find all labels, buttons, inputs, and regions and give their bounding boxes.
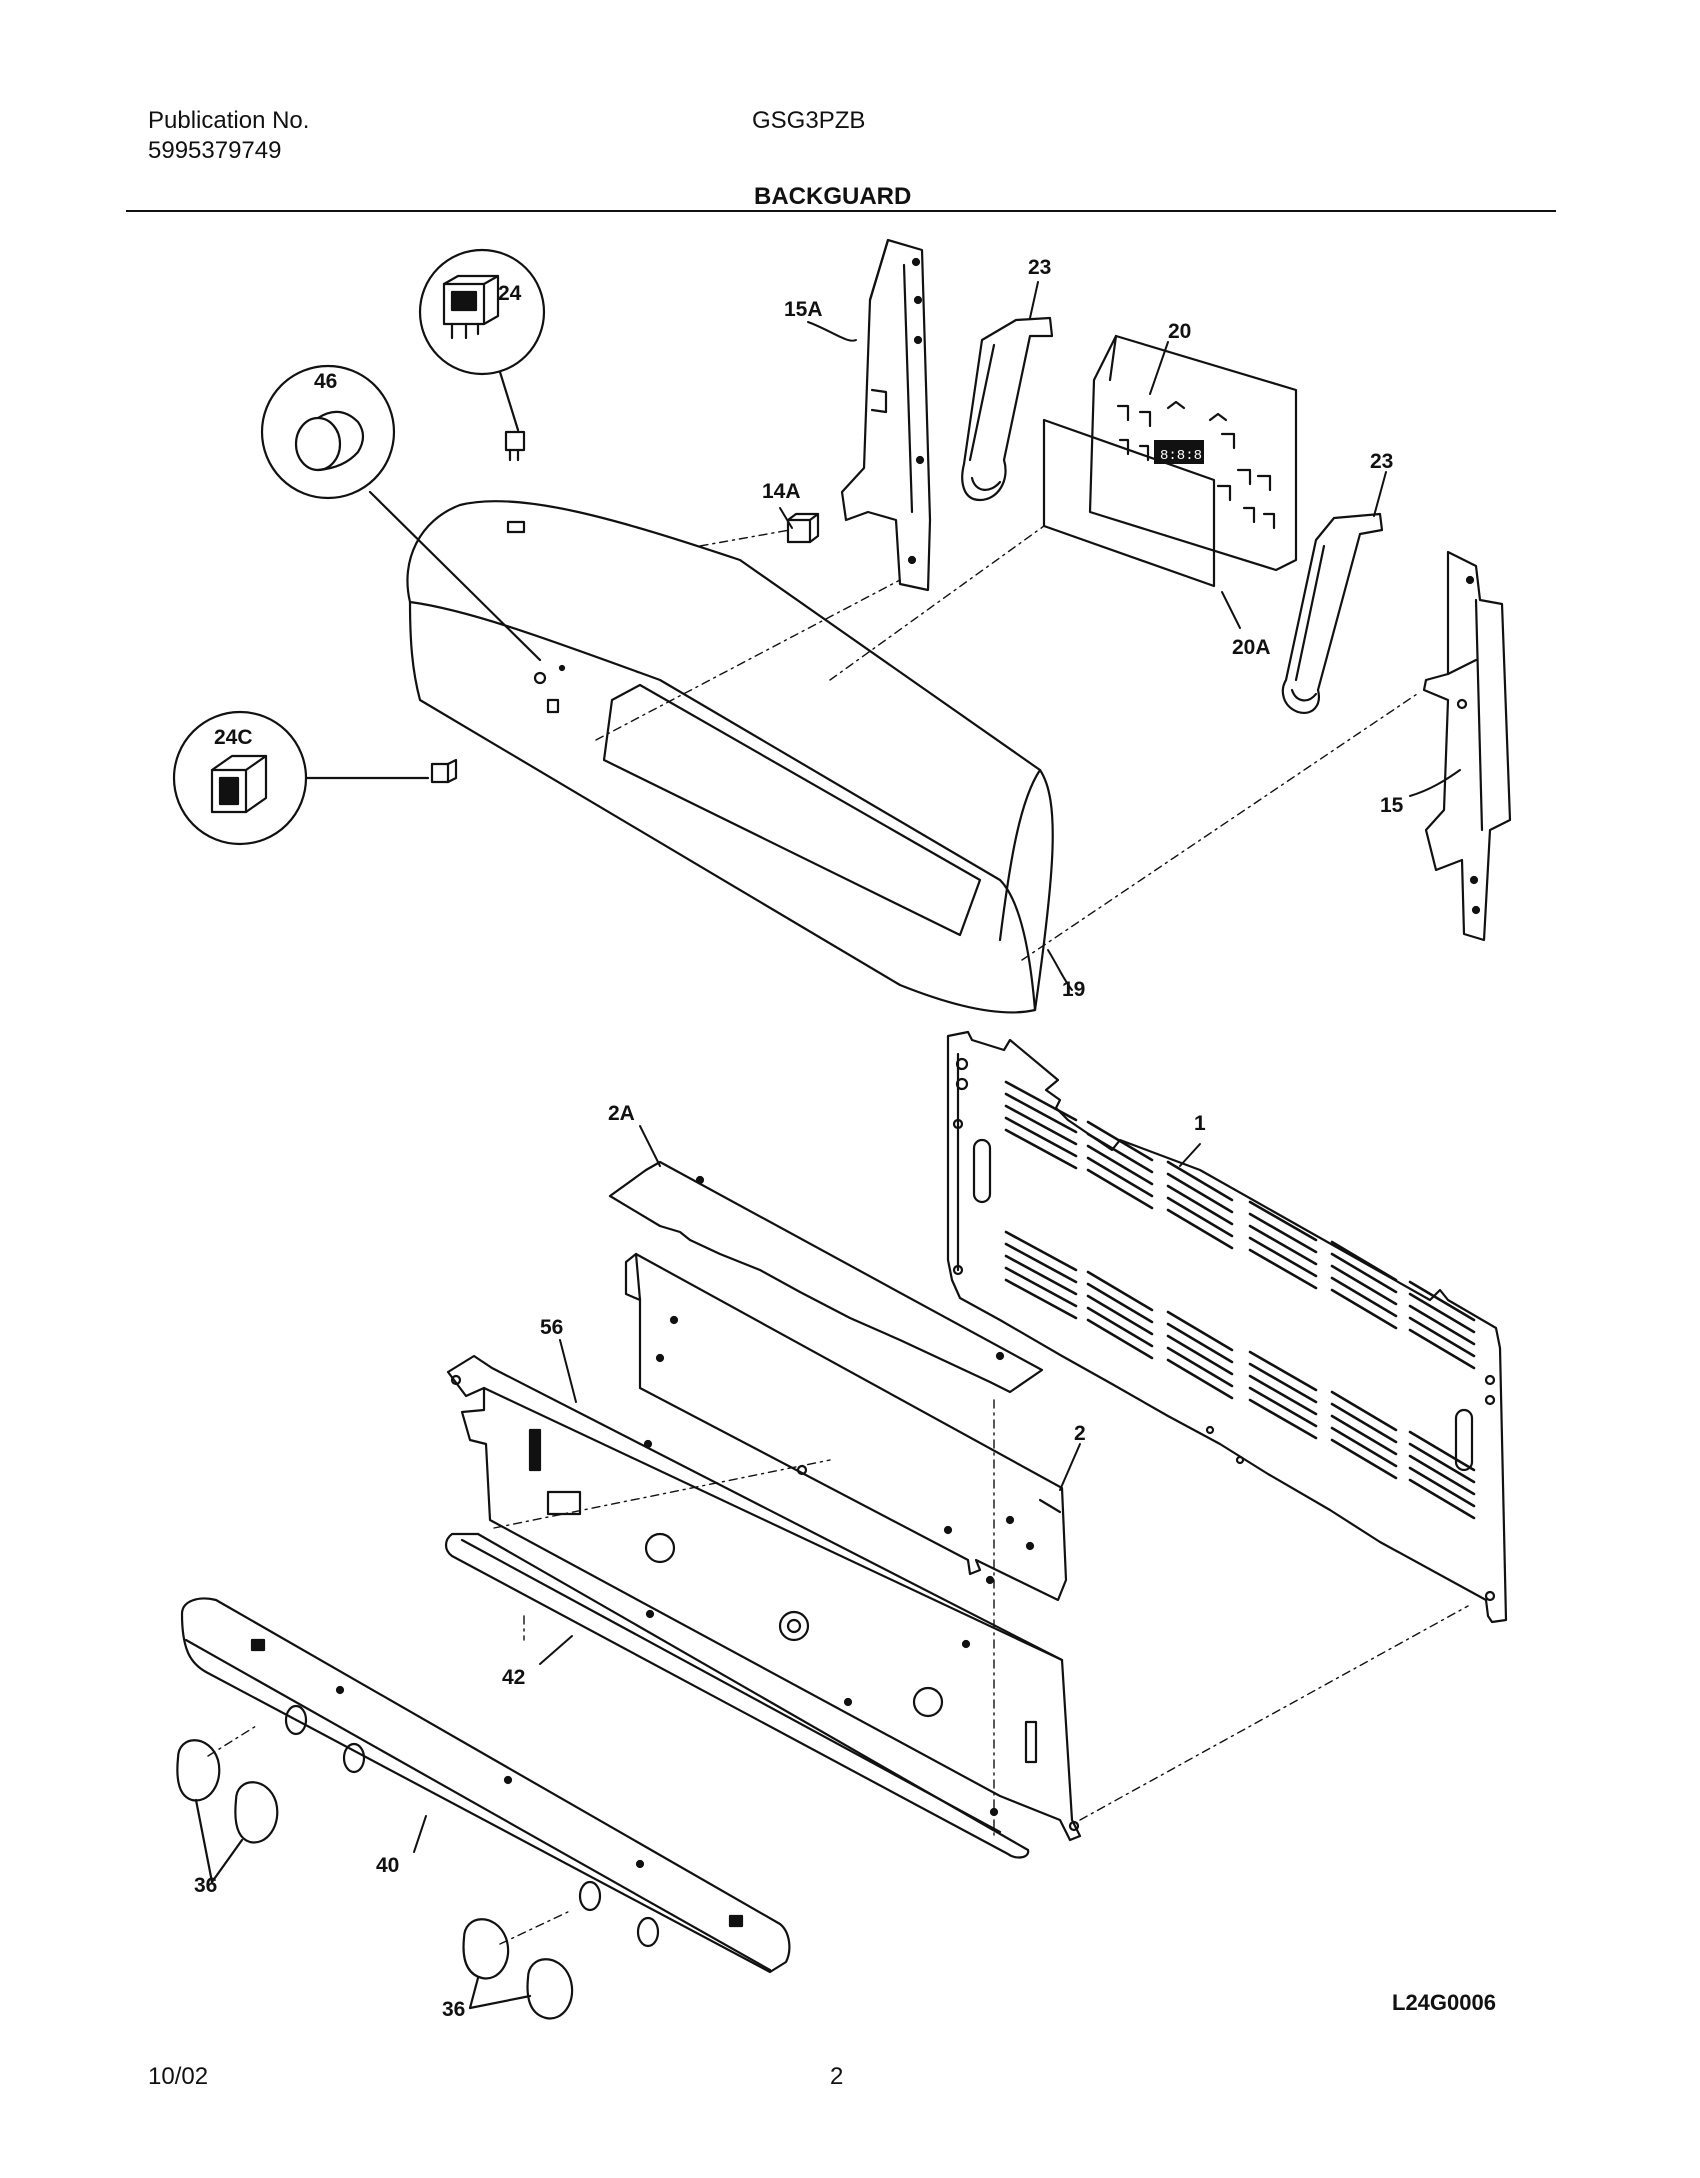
- callout-46: 46: [314, 370, 337, 393]
- callout-15: 15: [1380, 794, 1404, 817]
- part-20a-overlay: [1042, 418, 1216, 588]
- drawing-code: L24G0006: [1392, 1990, 1496, 2015]
- alignment-lines: [207, 525, 1469, 1945]
- part-20-control-board: 8:8:8: [1088, 334, 1298, 572]
- callout-24c: 24C: [214, 726, 253, 749]
- header-rule: [126, 210, 1556, 212]
- part-36-knobs-right: [462, 1918, 574, 2020]
- publication-number: 5995379749: [148, 137, 282, 164]
- part-15a-bracket: [840, 238, 932, 592]
- publication-date: 10/02: [148, 2063, 209, 2090]
- part-23-bracket-upper: [961, 316, 1054, 502]
- model-number: GSG3PZB: [752, 107, 866, 134]
- callout-24: 24: [498, 282, 522, 305]
- callout-36-right: 36: [442, 1998, 465, 2021]
- part-15-bracket: [1422, 550, 1512, 942]
- callout-36-left: 36: [194, 1874, 217, 1897]
- part-56-bracket: [446, 1354, 1082, 1842]
- callout-23-upper: 23: [1028, 256, 1051, 279]
- part-1-vents: [1004, 1080, 1476, 1520]
- callout-56: 56: [540, 1316, 563, 1339]
- part-19-console: [406, 499, 1054, 1014]
- callout-23-lower: 23: [1370, 450, 1393, 473]
- svg-text:8:8:8: 8:8:8: [1160, 448, 1202, 464]
- callout-20: 20: [1168, 320, 1191, 343]
- page-number: 2: [830, 2063, 844, 2090]
- section-title: BACKGUARD: [754, 183, 912, 210]
- publication-label: Publication No.: [148, 107, 310, 134]
- callout-19: 19: [1062, 978, 1085, 1001]
- part-46-knob: [260, 364, 542, 662]
- callout-42: 42: [502, 1666, 525, 1689]
- part-2a-shield: [608, 1160, 1044, 1394]
- callout-2: 2: [1074, 1422, 1086, 1445]
- part-2-plate: [624, 1252, 1068, 1602]
- part-23-bracket-lower: [1281, 512, 1384, 714]
- callout-20a: 20A: [1232, 636, 1271, 659]
- callout-40: 40: [376, 1854, 399, 1877]
- callout-2a: 2A: [608, 1102, 635, 1125]
- callout-14a: 14A: [762, 480, 801, 503]
- part-14a-clip: [786, 512, 820, 544]
- leader-lines: [413, 281, 1461, 1853]
- part-42-trim: [444, 1532, 1030, 1859]
- callout-15a: 15A: [784, 298, 823, 321]
- part-36-knobs-left: [176, 1739, 279, 1884]
- part-1-rear-panel: [946, 1030, 1508, 1624]
- callout-labels: 24 46 24C 15A 14A 23 20 23 20A 15 19 1 2…: [194, 256, 1404, 2021]
- part-40-panel: [180, 1597, 791, 1974]
- callout-1: 1: [1194, 1112, 1206, 1135]
- part-24c-switch: [172, 710, 458, 846]
- part-24-switch: [418, 248, 546, 462]
